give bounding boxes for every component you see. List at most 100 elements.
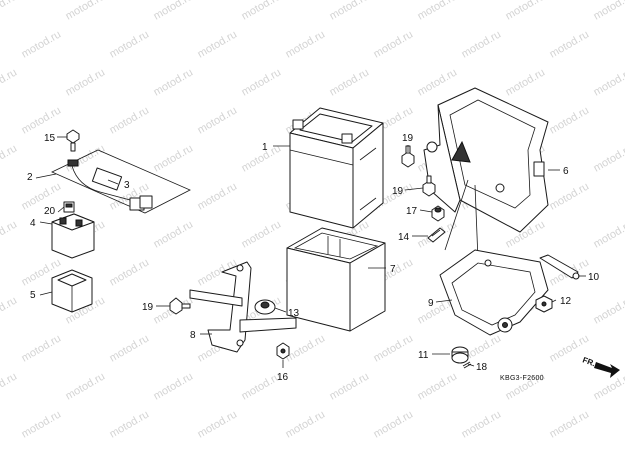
watermark-text: motod.ru	[460, 408, 504, 440]
watermark-text: motod.ru	[152, 142, 196, 174]
clip-14	[427, 227, 446, 243]
watermark-text: motod.ru	[20, 408, 64, 440]
relay-cover	[51, 269, 93, 313]
watermark-text: motod.ru	[328, 0, 372, 23]
nut-17	[431, 205, 445, 222]
watermark-text: motod.ru	[548, 408, 592, 440]
nut-16	[276, 342, 290, 360]
callout-9: 9	[428, 298, 434, 309]
watermark-text: motod.ru	[592, 370, 625, 402]
battery-holder-stay	[189, 261, 297, 353]
watermark-text: motod.ru	[0, 294, 19, 326]
watermark-text: motod.ru	[284, 28, 328, 60]
watermark-text: motod.ru	[20, 28, 64, 60]
bolt-19-middle	[422, 175, 436, 197]
battery-band	[539, 254, 580, 280]
watermark-text: motod.ru	[0, 218, 19, 250]
watermark-text: motod.ru	[592, 142, 625, 174]
bolt-19-bracket	[169, 297, 191, 315]
callout-20: 20	[44, 206, 56, 217]
watermark-text: motod.ru	[0, 142, 19, 174]
watermark-text: motod.ru	[108, 104, 152, 136]
watermark-text: motod.ru	[0, 370, 19, 402]
watermark-text: motod.ru	[284, 332, 328, 364]
watermark-text: motod.ru	[328, 370, 372, 402]
battery-cover	[439, 249, 549, 336]
callout-2: 2	[27, 172, 33, 183]
watermark-text: motod.ru	[108, 28, 152, 60]
watermark-text: motod.ru	[196, 28, 240, 60]
bolt-12	[535, 295, 553, 313]
watermark-text: motod.ru	[64, 66, 108, 98]
callout-3: 3	[124, 180, 130, 191]
callout-17: 17	[406, 206, 418, 217]
front-direction-indicator: FR.	[581, 355, 620, 378]
watermark-text: motod.ru	[592, 0, 625, 23]
callout-18: 18	[476, 362, 488, 373]
callout-1: 1	[262, 142, 268, 153]
watermark-text: motod.ru	[152, 0, 196, 23]
watermark-text: motod.ru	[108, 256, 152, 288]
diagram-code: KBG3-F2600	[500, 375, 544, 382]
battery	[289, 107, 384, 229]
callout-4: 4	[30, 218, 36, 229]
watermark-text: motod.ru	[416, 66, 460, 98]
callout-12: 12	[560, 296, 572, 307]
callout-6: 6	[563, 166, 569, 177]
watermark-text: motod.ru	[372, 408, 416, 440]
watermark-text: motod.ru	[108, 408, 152, 440]
watermark-text: motod.ru	[328, 66, 372, 98]
watermark-text: motod.ru	[504, 66, 548, 98]
watermark-text: motod.ru	[240, 0, 284, 23]
callout-7: 7	[390, 264, 396, 275]
callout-5: 5	[30, 290, 36, 301]
watermark-text: motod.ru	[592, 294, 625, 326]
watermark-text: motod.ru	[592, 66, 625, 98]
leader-lines	[35, 136, 586, 368]
watermark-text: motod.ru	[372, 332, 416, 364]
watermark-text: motod.ru	[64, 370, 108, 402]
watermark-text: motod.ru	[284, 408, 328, 440]
watermark-text: motod.ru	[416, 0, 460, 23]
callout-15: 15	[44, 133, 56, 144]
watermark-text: motod.ru	[0, 66, 19, 98]
callout-8: 8	[190, 330, 196, 341]
watermark-text: motod.ru	[108, 332, 152, 364]
watermark-text: motod.ru	[548, 28, 592, 60]
callout-11: 11	[418, 350, 429, 361]
callout-19-upper: 19	[402, 133, 414, 144]
callout-19-middle: 19	[392, 186, 404, 197]
fuse-20	[63, 201, 75, 213]
front-arrow-icon	[594, 362, 620, 378]
callout-14: 14	[398, 232, 410, 243]
watermark-text: motod.ru	[548, 104, 592, 136]
bolt-15	[66, 129, 80, 152]
callout-10: 10	[588, 272, 600, 283]
watermark-text: motod.ru	[0, 0, 19, 23]
watermark-text: motod.ru	[460, 28, 504, 60]
watermark-text: motod.ru	[592, 218, 625, 250]
watermark-text: motod.ru	[548, 180, 592, 212]
watermark-text: motod.ru	[196, 408, 240, 440]
watermark-text: motod.ru	[196, 180, 240, 212]
watermark-text: motod.ru	[20, 104, 64, 136]
watermark-text: motod.ru	[152, 66, 196, 98]
watermark-text: motod.ru	[152, 370, 196, 402]
watermark-text: motod.ru	[240, 66, 284, 98]
front-label: FR.	[581, 355, 596, 368]
sub-harness	[51, 149, 191, 214]
battery-case	[286, 227, 386, 332]
watermark-text: motod.ru	[416, 370, 460, 402]
watermark-text: motod.ru	[152, 218, 196, 250]
watermark-text: motod.ru	[372, 28, 416, 60]
callout-16: 16	[277, 372, 289, 383]
callout-13: 13	[288, 308, 300, 319]
grommet-11	[451, 346, 469, 364]
watermark-text: motod.ru	[240, 218, 284, 250]
watermark-text: motod.ru	[196, 104, 240, 136]
starter-relay	[51, 213, 95, 259]
watermark-text: motod.ru	[64, 0, 108, 23]
watermark-text: motod.ru	[504, 0, 548, 23]
